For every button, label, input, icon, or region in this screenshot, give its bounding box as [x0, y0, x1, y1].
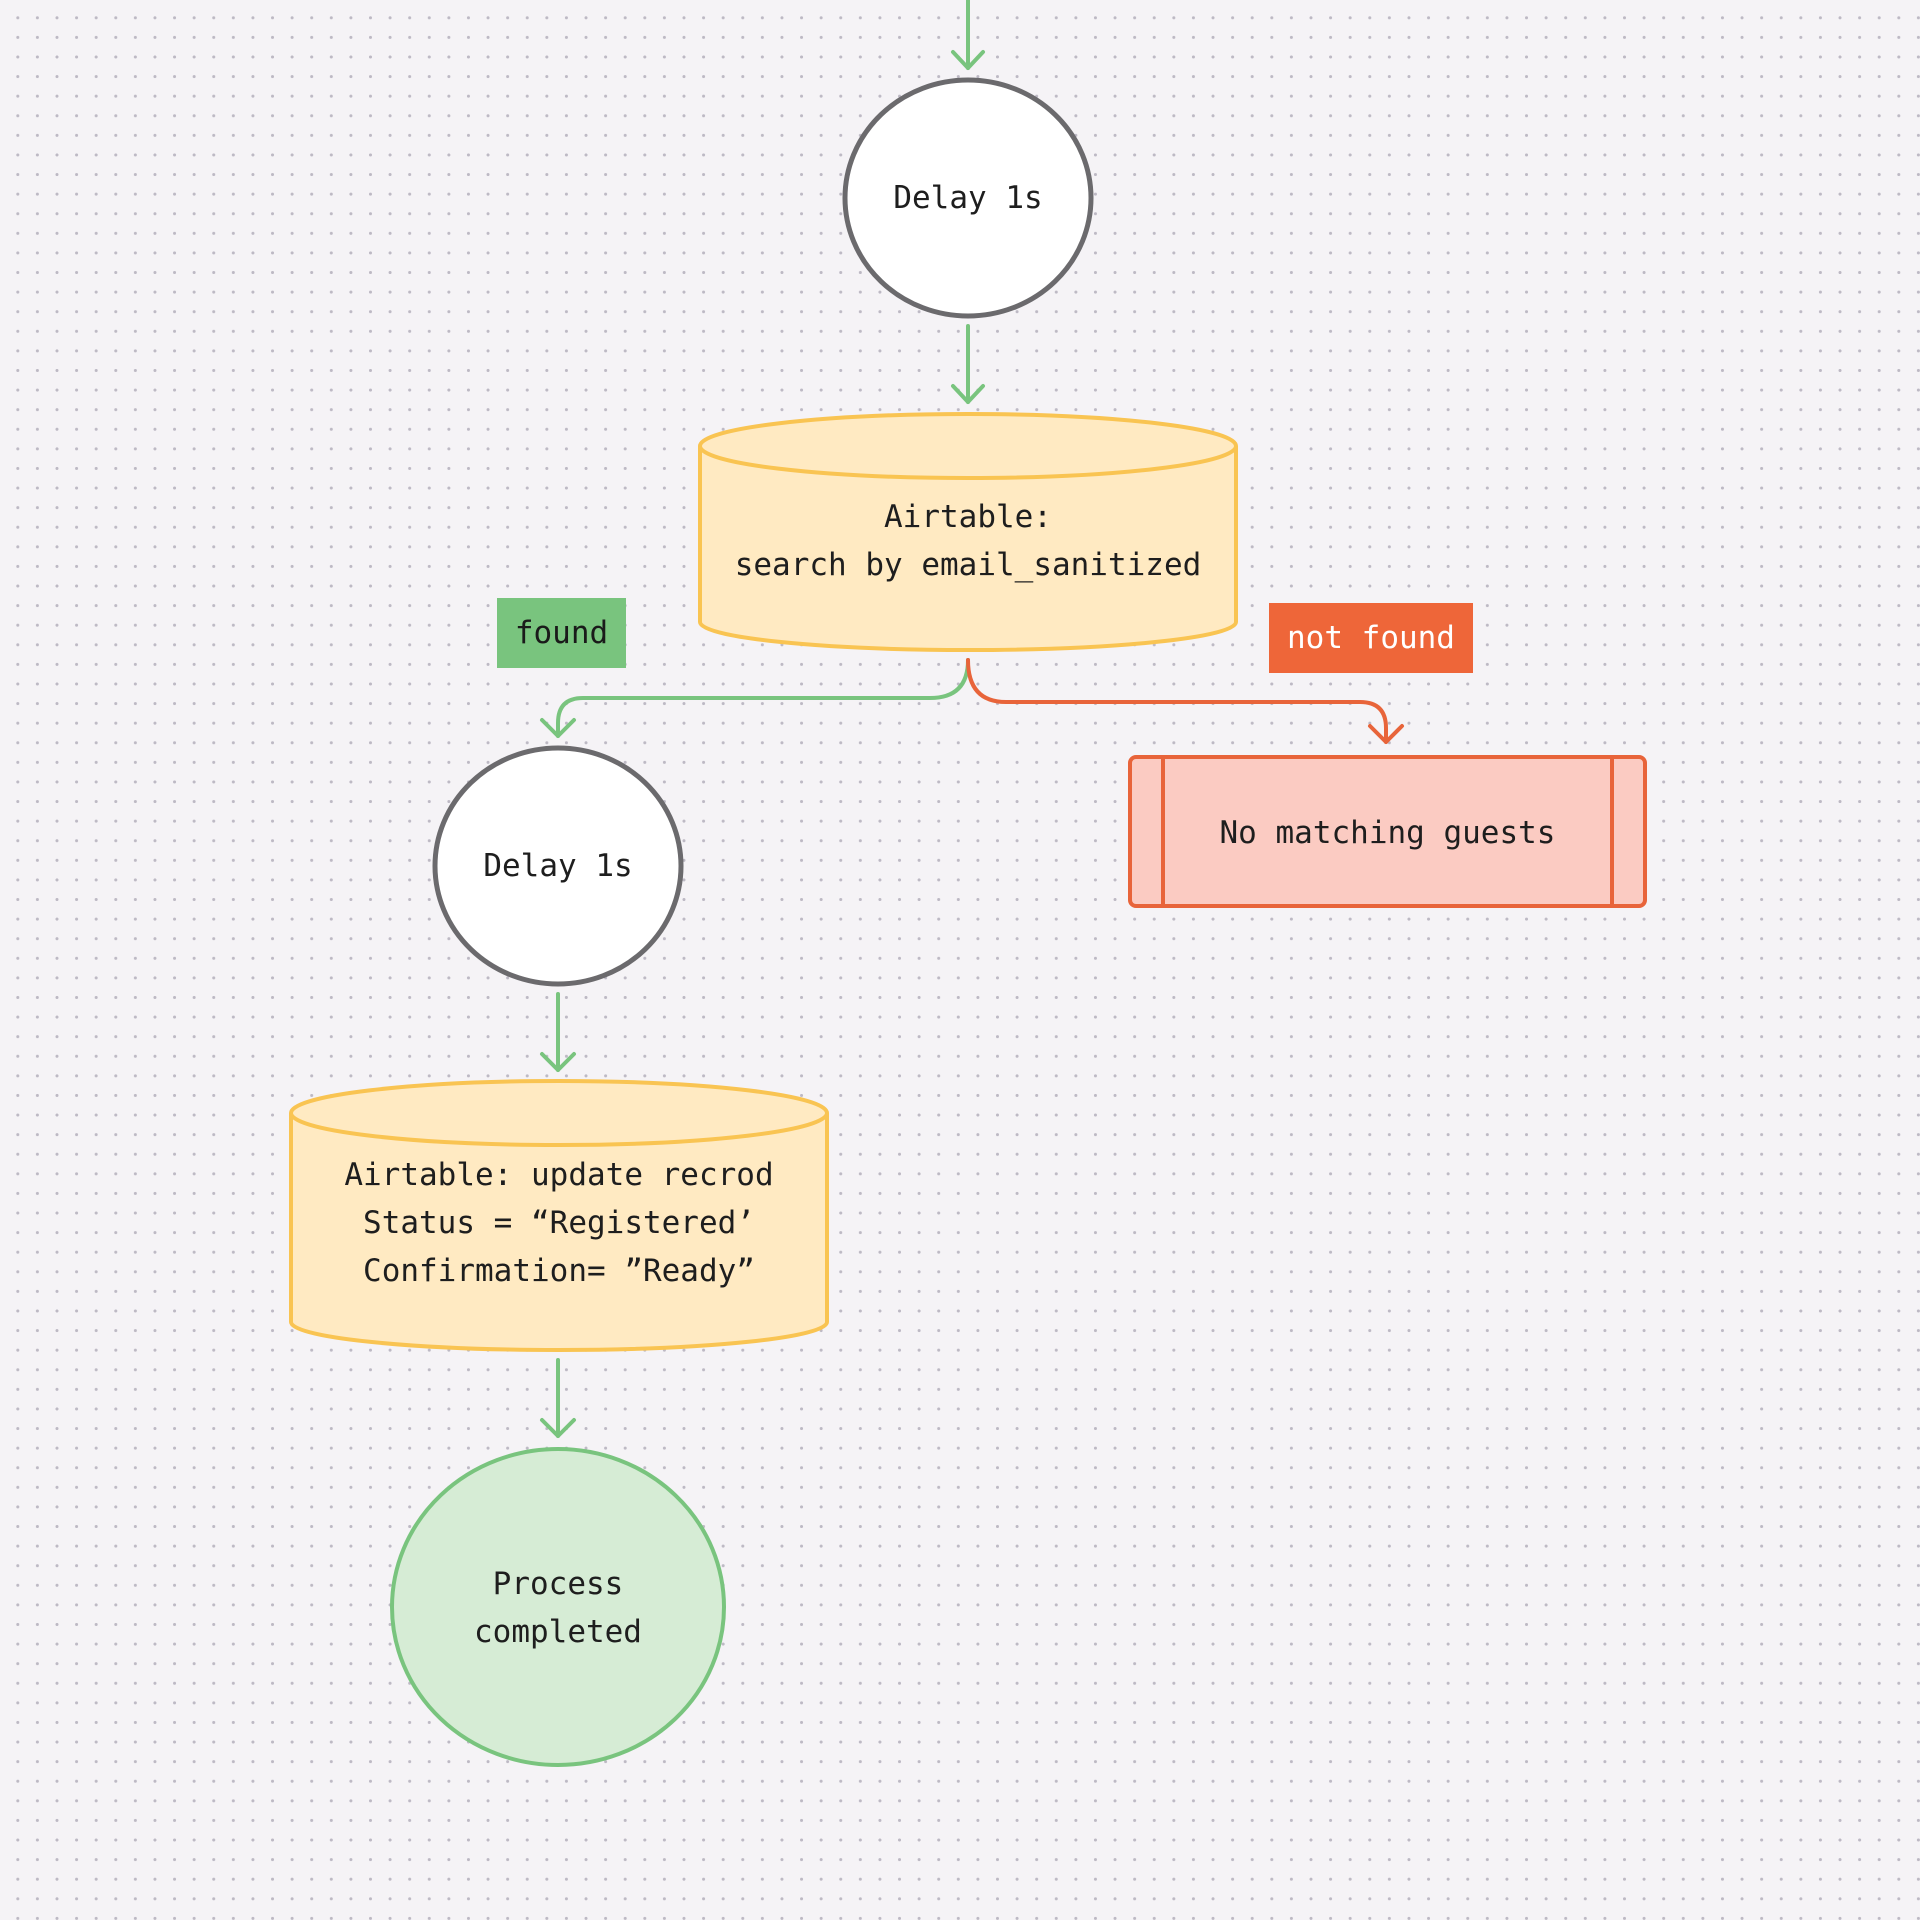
airtable-update-shape[interactable] — [289, 1079, 829, 1352]
airtable-search-line-2: search by email_sanitized — [734, 547, 1202, 583]
process-completed-shape[interactable] — [390, 1447, 726, 1767]
found-edge-label[interactable]: found — [497, 598, 626, 668]
airtable-update-label: Airtable: update recrod Status = “Regist… — [291, 1148, 827, 1298]
connector-delay-to-update — [540, 992, 576, 1072]
process-completed-label: Process completed — [392, 1558, 724, 1658]
connector-not-found-branch — [966, 658, 1404, 744]
process-completed-line-2: completed — [474, 1614, 642, 1650]
process-completed-line-1: Process — [492, 1566, 624, 1602]
connector-update-to-completed — [540, 1358, 576, 1438]
airtable-search-shape[interactable] — [698, 412, 1238, 652]
found-edge-text: found — [514, 615, 609, 651]
delay-top-text: Delay 1s — [893, 180, 1043, 216]
airtable-update-line-3: Confirmation= ”Ready” — [363, 1253, 755, 1289]
not-found-edge-text: not found — [1287, 620, 1455, 656]
connector-found-branch — [540, 658, 970, 738]
not-found-edge-label[interactable]: not found — [1269, 603, 1473, 673]
connector-in-to-delay-top — [951, 0, 985, 70]
no-match-shape[interactable] — [1128, 755, 1647, 908]
airtable-search-line-1: Airtable: — [884, 499, 1052, 535]
airtable-search-label: Airtable: search by email_sanitized — [700, 486, 1236, 596]
airtable-update-line-2: Status = “Registered’ — [363, 1205, 755, 1241]
delay-found-text: Delay 1s — [483, 848, 633, 884]
airtable-update-line-1: Airtable: update recrod — [344, 1157, 774, 1193]
delay-top-label: Delay 1s — [845, 160, 1091, 236]
no-match-label: No matching guests — [1163, 795, 1612, 871]
delay-found-shape[interactable] — [432, 745, 684, 987]
no-match-text: No matching guests — [1219, 815, 1556, 851]
connector-delay-to-search — [951, 324, 985, 404]
delay-found-label: Delay 1s — [435, 828, 681, 904]
delay-top-shape[interactable] — [842, 77, 1094, 319]
